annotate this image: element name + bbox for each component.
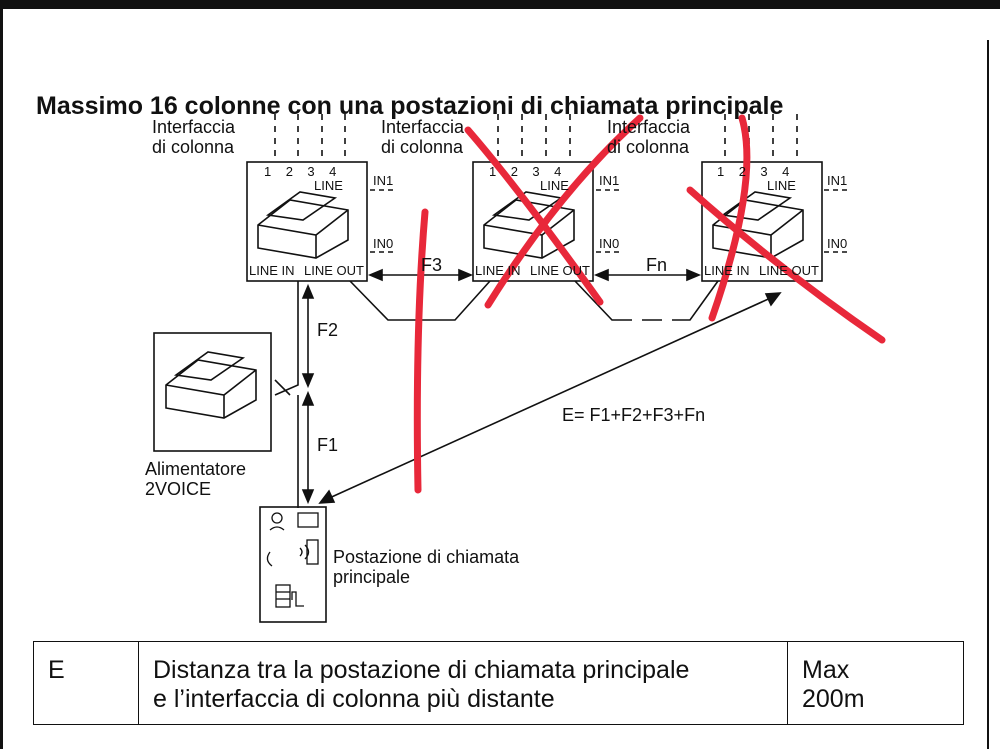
interface-module-2 (472, 161, 594, 282)
table-row: E Distanza tra la postazione di chiamata… (33, 641, 964, 725)
in0-label-1: IN0 (373, 236, 394, 251)
line-out-label-3: LINE OUT (759, 263, 819, 278)
line-numbers-1: 1 2 3 4 (264, 164, 337, 179)
interface-module-1 (246, 161, 368, 282)
in0-label-3: IN0 (827, 236, 848, 251)
line-in-label-1: LINE IN (249, 263, 295, 278)
in1-label-2: IN1 (599, 173, 620, 188)
left-border-rule (0, 9, 3, 749)
interface-module-3 (701, 161, 823, 282)
column-dashed-lines (274, 114, 798, 162)
right-border-rule (987, 40, 989, 749)
line-numbers-3: 1 2 3 4 (717, 164, 790, 179)
in-terminal-ticks (370, 189, 849, 253)
in1-label-1: IN1 (373, 173, 394, 188)
line-out-label-1: LINE OUT (304, 263, 364, 278)
f3-label: F3 (421, 255, 443, 275)
line-in-label-2: LINE IN (475, 263, 521, 278)
f2-label: F2 (317, 320, 339, 340)
line-label-3: LINE (767, 178, 796, 193)
fn-label: Fn (646, 255, 668, 275)
module-device-drawing (257, 191, 804, 259)
diagram-title: Massimo 16 colonne con una postazioni di… (36, 92, 784, 120)
line-numbers-2: 1 2 3 4 (489, 164, 562, 179)
line-label-1: LINE (314, 178, 343, 193)
call-station-box (259, 506, 327, 623)
limit-cell: Max 200m (787, 641, 964, 725)
distance-arrows (301, 268, 782, 505)
line-in-label-3: LINE IN (704, 263, 750, 278)
distance-spec-table: E Distanza tra la postazione di chiamata… (33, 641, 964, 725)
in1-label-3: IN1 (827, 173, 848, 188)
power-supply-device-drawing (165, 351, 257, 419)
line-label-2: LINE (540, 178, 569, 193)
line-out-label-2: LINE OUT (530, 263, 590, 278)
red-annotation-marks (413, 114, 886, 494)
power-supply-box (153, 332, 272, 452)
symbol-cell: E (33, 641, 139, 725)
e-formula-label: E= F1+F2+F3+Fn (562, 405, 706, 425)
in0-label-2: IN0 (599, 236, 620, 251)
top-border-bar (0, 0, 1000, 9)
f1-label: F1 (317, 435, 339, 455)
bus-wiring (274, 280, 719, 508)
description-cell: Distanza tra la postazione di chiamata p… (138, 641, 788, 725)
call-station-icons (266, 512, 319, 608)
